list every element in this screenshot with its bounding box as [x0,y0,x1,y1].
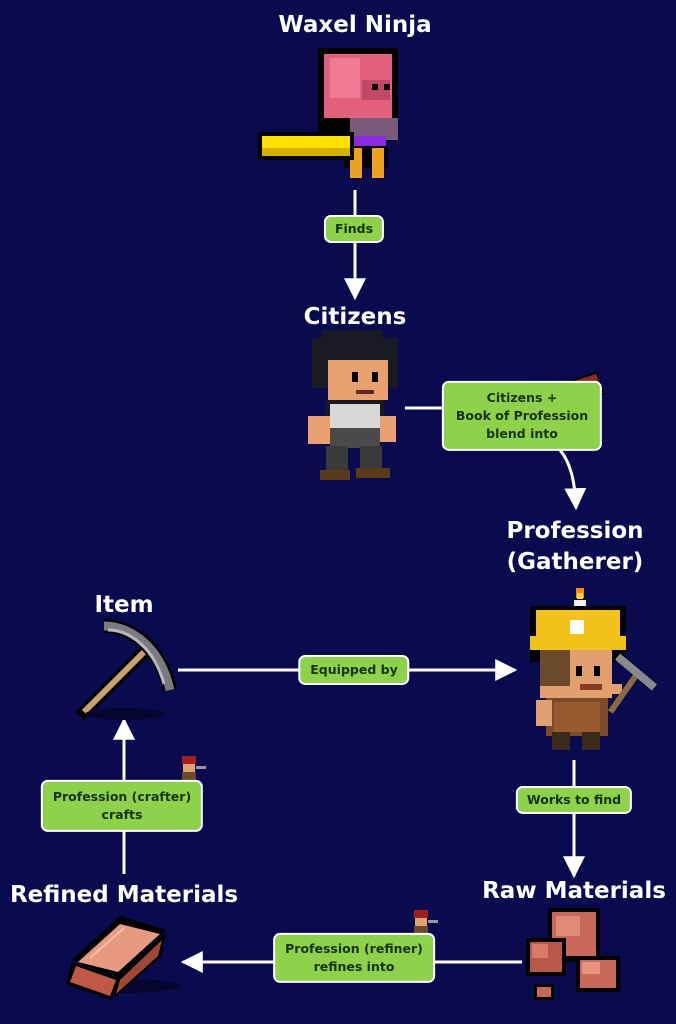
node-profession-line1: Profession [506,518,644,544]
gatherer-sprite [530,588,657,750]
edge-label-blend-line2: Book of Profession [455,407,589,423]
pickaxe-icon [75,619,177,721]
node-refined-materials: Refined Materials [9,882,239,908]
node-citizens: Citizens [303,304,407,330]
node-raw-materials: Raw Materials [482,878,666,904]
edge-label-blend: Citizens + Book of Profession blend into [441,380,603,452]
node-waxel-ninja: Waxel Ninja [278,12,432,38]
ingot-icon [66,916,180,1000]
edge-label-works-to-find: Works to find [515,785,633,815]
edge-label-equipped-by: Equipped by [298,654,410,686]
edge-label-crafts-line1: Profession (crafter) [52,788,192,804]
node-profession: Profession (Gatherer) [506,516,643,578]
citizen-sprite [308,330,398,480]
edge-label-refines: Profession (refiner) refines into [273,932,435,984]
edge-label-crafts-line2: crafts [101,807,143,822]
edge-label-blend-line1: Citizens + [486,389,558,405]
edge-label-refines-line2: refines into [313,959,395,974]
ore-icon [526,908,620,1000]
edge-label-finds: Finds [323,214,385,244]
node-profession-line2: (Gatherer) [506,549,644,576]
node-item: Item [94,592,154,618]
edge-label-blend-line3: blend into [486,426,558,442]
edge-label-refines-line1: Profession (refiner) [285,940,423,956]
ninja-sprite [258,48,398,178]
edge-label-crafts: Profession (crafter) crafts [40,779,204,833]
